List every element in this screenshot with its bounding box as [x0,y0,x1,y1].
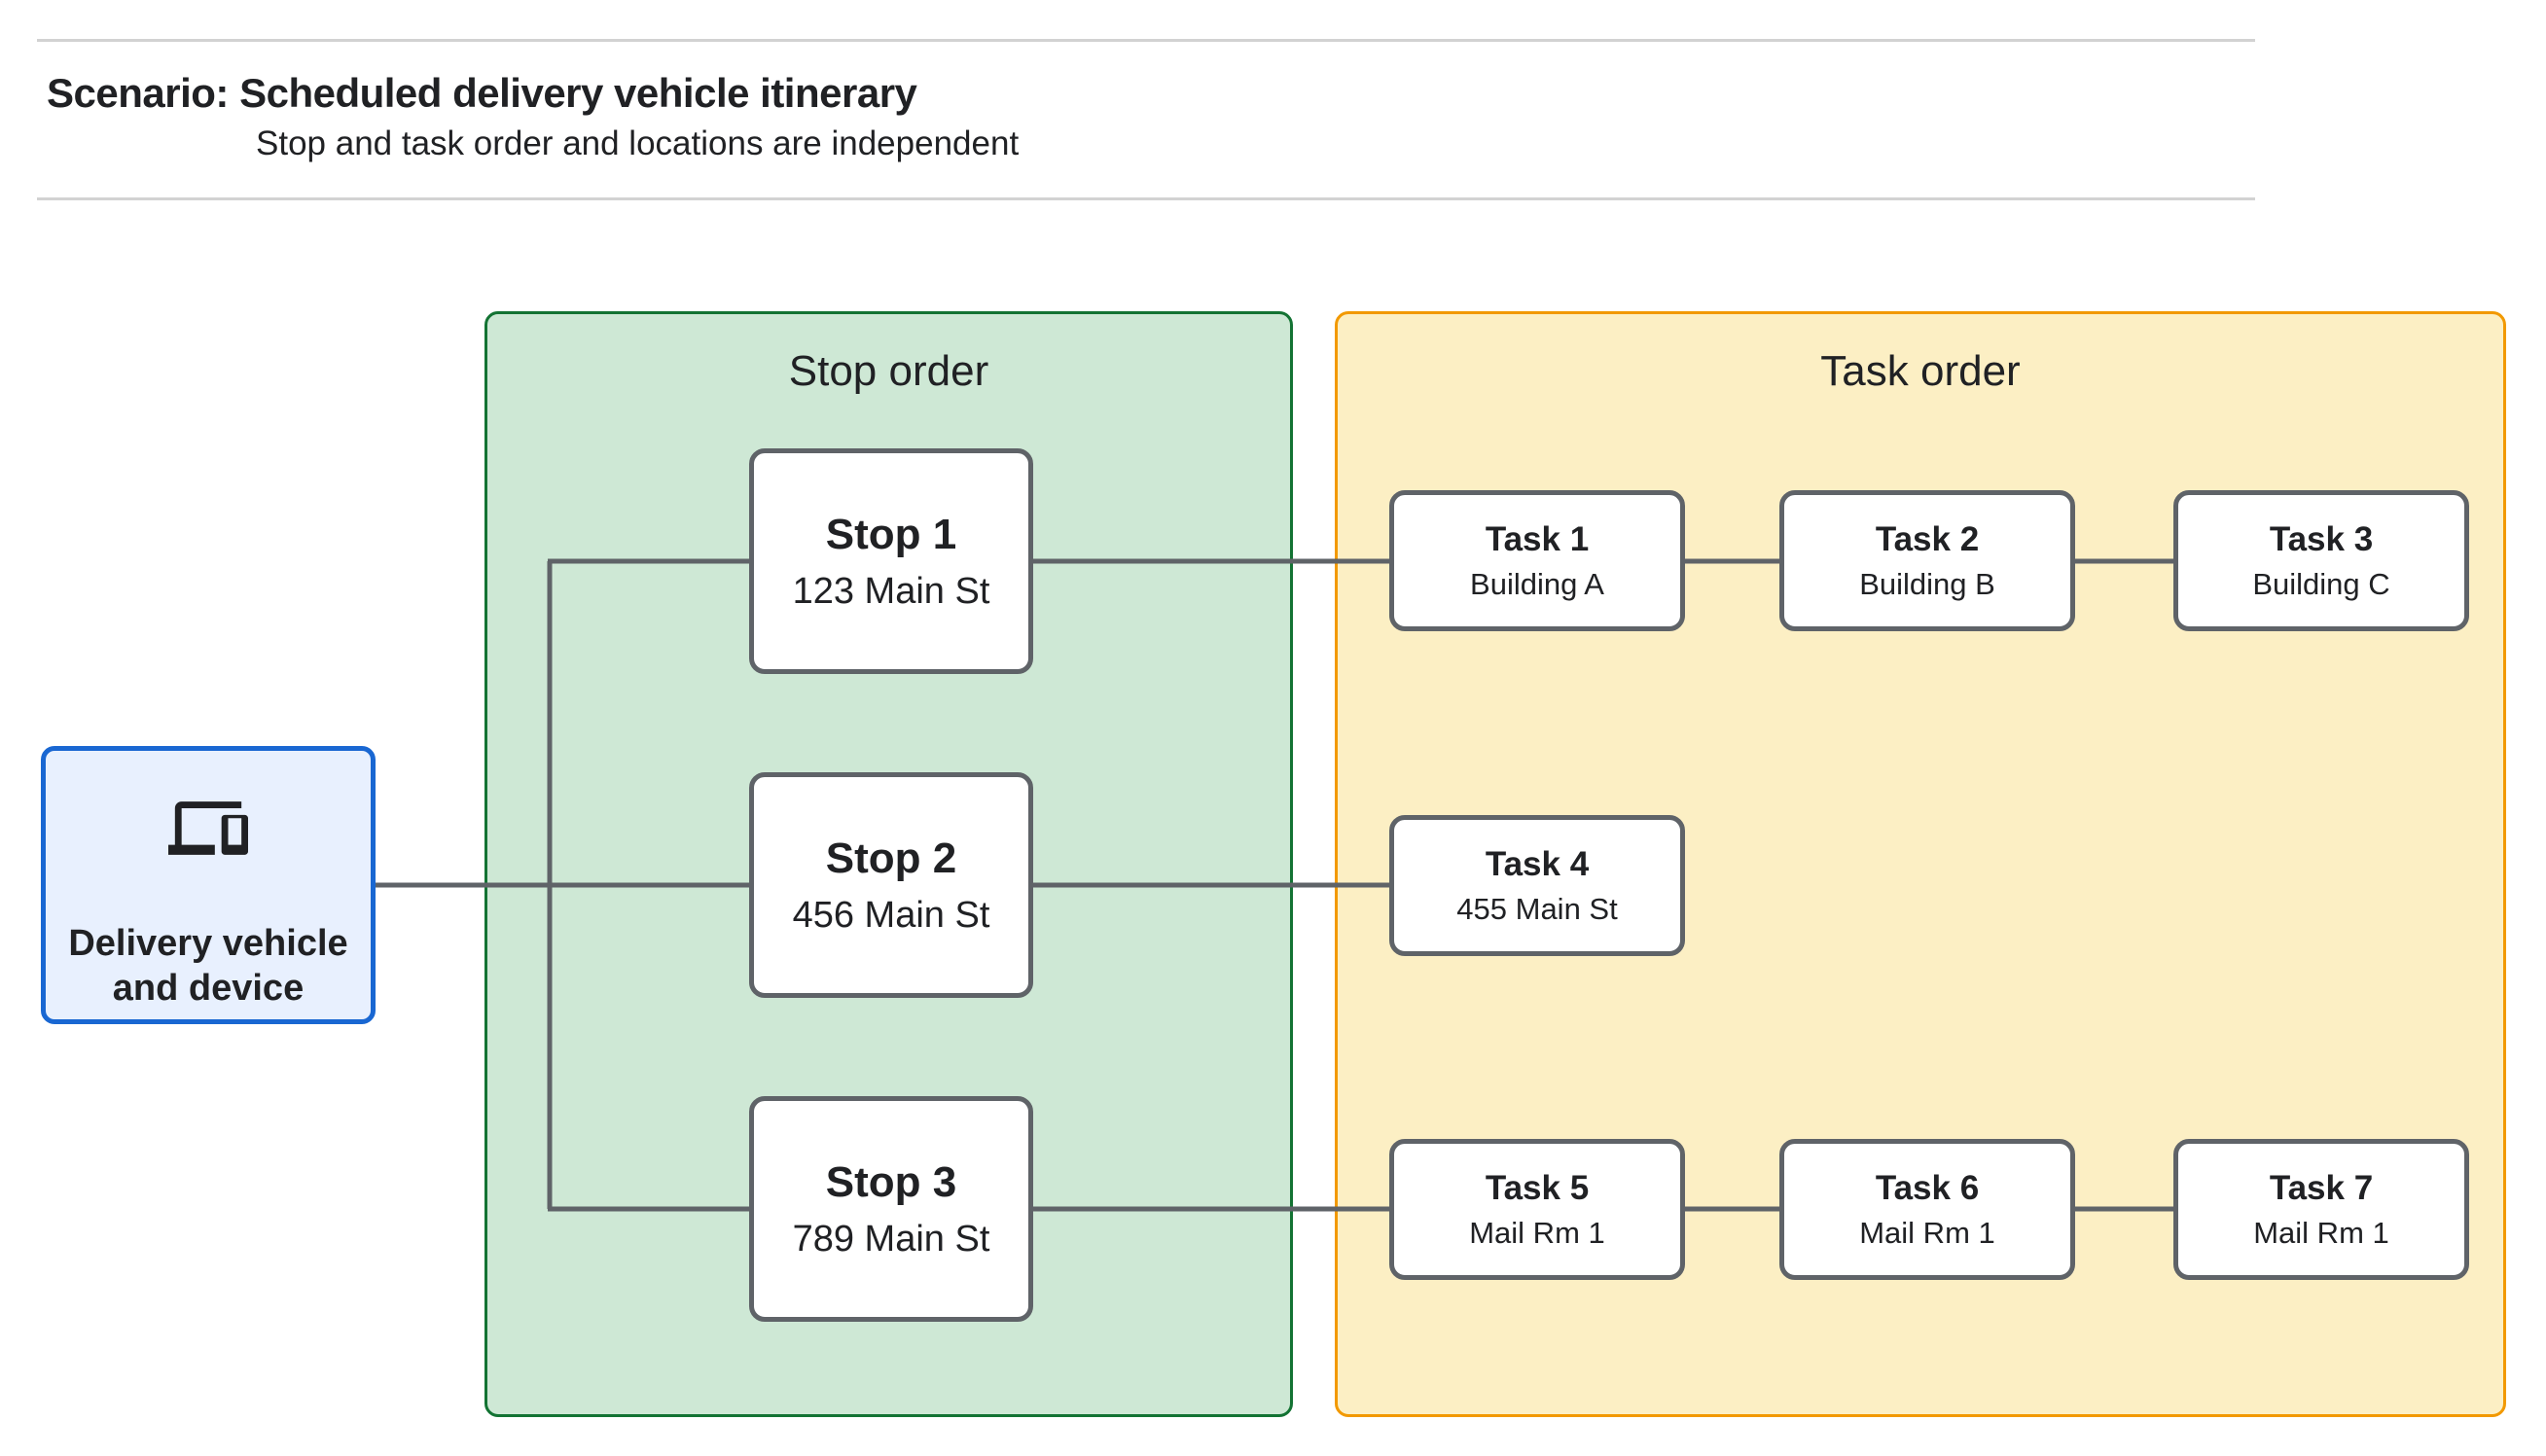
task-3-location: Building C [2252,566,2390,601]
stop-2-title: Stop 2 [825,834,957,882]
task-7-title: Task 7 [2269,1168,2374,1207]
page-title: Scenario: Scheduled delivery vehicle iti… [47,70,917,116]
delivery-vehicle-node: Delivery vehicle and device [41,746,376,1024]
stop-order-panel-title: Stop order [788,347,989,395]
task-1-title: Task 1 [1485,519,1590,558]
divider-bottom [37,197,2255,200]
task-4-location: 455 Main St [1456,891,1618,926]
stop-1-title: Stop 1 [825,510,957,558]
task-5-location: Mail Rm 1 [1469,1215,1605,1250]
task-6-title: Task 6 [1875,1168,1980,1207]
task-7-node: Task 7 Mail Rm 1 [2173,1139,2469,1280]
stop-3-title: Stop 3 [825,1157,957,1206]
stop-2-address: 456 Main St [792,894,990,936]
devices-icon [168,801,248,855]
delivery-vehicle-label: Delivery vehicle and device [68,923,348,1009]
stop-2-node: Stop 2 456 Main St [749,772,1033,998]
task-6-location: Mail Rm 1 [1859,1215,1995,1250]
task-1-location: Building A [1470,566,1604,601]
stop-3-node: Stop 3 789 Main St [749,1096,1033,1322]
task-3-node: Task 3 Building C [2173,490,2469,631]
task-order-panel-title: Task order [1820,347,2021,395]
task-5-title: Task 5 [1485,1168,1590,1207]
page-subtitle: Stop and task order and locations are in… [256,124,1020,162]
task-3-title: Task 3 [2269,519,2374,558]
task-2-node: Task 2 Building B [1779,490,2075,631]
task-7-location: Mail Rm 1 [2253,1215,2389,1250]
stop-1-address: 123 Main St [792,570,990,612]
task-4-title: Task 4 [1485,844,1590,883]
task-2-location: Building B [1859,566,1995,601]
task-5-node: Task 5 Mail Rm 1 [1389,1139,1685,1280]
task-6-node: Task 6 Mail Rm 1 [1779,1139,2075,1280]
divider-top [37,39,2255,42]
task-2-title: Task 2 [1875,519,1980,558]
task-4-node: Task 4 455 Main St [1389,815,1685,956]
stop-3-address: 789 Main St [792,1218,990,1260]
task-1-node: Task 1 Building A [1389,490,1685,631]
stop-1-node: Stop 1 123 Main St [749,448,1033,674]
